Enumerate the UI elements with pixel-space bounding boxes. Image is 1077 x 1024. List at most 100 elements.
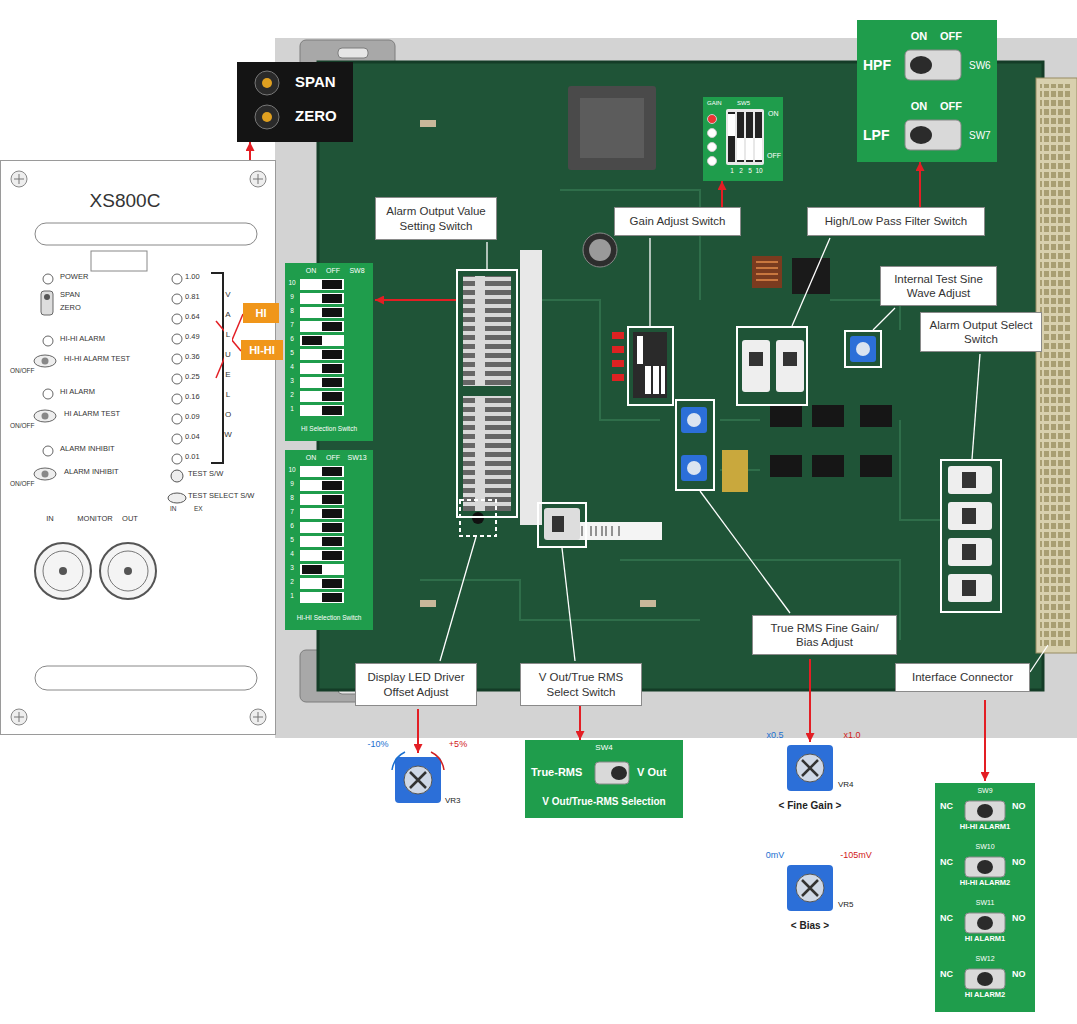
leader-line	[562, 548, 575, 661]
node-text: 5	[748, 167, 752, 174]
components	[742, 340, 770, 392]
callout-box: Alarm Output Select Switch	[920, 312, 1042, 352]
dip-switch-symbol	[322, 537, 342, 546]
node-text: HPF	[863, 58, 891, 73]
dip-switch-symbol	[300, 405, 344, 416]
components	[687, 461, 701, 475]
leader-line	[486, 242, 487, 269]
circuit-board	[318, 62, 1043, 690]
node-text: OFF	[326, 454, 340, 462]
node-text: NC	[940, 802, 953, 812]
components	[463, 396, 511, 511]
components	[948, 466, 992, 494]
panel-slot	[35, 666, 257, 690]
components	[770, 455, 802, 477]
panel-label: IN	[46, 515, 54, 523]
components	[420, 600, 436, 607]
screw-symbol	[250, 171, 266, 187]
node-text: V Out/True RMS Select Switch	[527, 670, 635, 699]
dip-switch-symbol	[322, 308, 342, 317]
trimmer-symbol	[787, 865, 833, 911]
node-text: Internal Test Sine Wave Adjust	[887, 272, 990, 301]
panel-label: 0.09	[185, 413, 200, 421]
panel-label: HI-HI ALARM TEST	[64, 355, 130, 363]
node-text: SPAN	[295, 74, 336, 91]
node-text: OFF	[940, 30, 962, 42]
part-label: -105mV	[840, 851, 872, 861]
node-text: ON	[911, 30, 928, 42]
node-text: HI-HI ALARM2	[960, 879, 1011, 887]
components	[568, 86, 656, 170]
panel-label: 0.25	[185, 373, 200, 381]
inset-illustration	[935, 783, 1035, 1012]
node-text: SW7	[969, 130, 991, 141]
components	[661, 366, 665, 394]
components	[520, 250, 542, 525]
components	[681, 407, 707, 433]
components	[681, 455, 707, 481]
dip-switch-symbol	[300, 536, 344, 547]
node-text: GAIN	[707, 100, 722, 107]
leader-line	[792, 238, 830, 326]
toggle-switch-symbol	[34, 410, 56, 422]
panel-label: POWER	[60, 273, 88, 281]
callout-box: Alarm Output Value Setting Switch	[375, 197, 497, 240]
led-symbol	[43, 446, 53, 456]
led-symbol	[708, 115, 717, 124]
dip-switch-symbol	[300, 377, 344, 388]
node-text: NO	[1012, 802, 1026, 812]
led-symbol	[172, 294, 182, 304]
part-label: -10%	[367, 740, 388, 750]
panel-label: HI ALARM TEST	[64, 410, 120, 418]
node-text: Interface Connector	[912, 670, 1013, 684]
trimmer-symbol	[392, 745, 833, 911]
led-symbol	[708, 143, 717, 152]
dip-switch-symbol	[322, 294, 342, 303]
toggle-switch-symbol	[42, 358, 49, 365]
node-text: SW10	[975, 843, 994, 851]
components	[770, 405, 802, 427]
dip-switch-symbol	[300, 293, 344, 304]
components	[612, 360, 624, 367]
bnc-connector	[35, 543, 91, 599]
bnc-connector	[59, 567, 67, 575]
trimmer-symbol	[404, 766, 432, 794]
node-text: NC	[940, 858, 953, 868]
panel-label: OUT	[122, 515, 138, 523]
node-text: Alarm Output Value Setting Switch	[382, 204, 490, 233]
components	[640, 600, 656, 607]
node-text: NC	[940, 914, 953, 924]
toggle-switch-symbol	[168, 493, 186, 503]
trimmer-symbol	[410, 772, 426, 788]
node-text: V Out	[637, 766, 666, 778]
leader-line	[440, 238, 1048, 672]
filter-switch-inset: ONOFFHPFSW6ONOFFLPFSW7	[857, 20, 997, 162]
leader-line	[972, 354, 980, 459]
node-text: SW5	[737, 100, 750, 107]
front-panel: XS800C	[0, 160, 276, 735]
node-text: True RMS Fine Gain/ Bias Adjust	[759, 621, 890, 650]
region-outline	[538, 503, 586, 547]
panel-label: 1.00	[185, 273, 200, 281]
trimmer-symbol	[802, 760, 818, 776]
leader-line	[649, 238, 650, 326]
panel-label: ALARM INHIBIT	[60, 445, 115, 453]
inset-illustration	[285, 263, 373, 441]
components	[722, 450, 748, 492]
dip-switch-symbol	[322, 322, 342, 331]
connector-arrow	[579, 706, 581, 740]
region-outline	[845, 331, 881, 367]
dip-switch-symbol	[300, 592, 344, 603]
node-text: 3	[290, 564, 294, 571]
dip-switch-symbol	[322, 593, 342, 602]
region-outline	[628, 327, 673, 405]
dip-switch-symbol	[728, 114, 735, 136]
part-label: VR4	[838, 781, 854, 790]
led-symbol	[172, 374, 182, 384]
node-text: 4	[290, 363, 294, 370]
region-outline	[676, 400, 714, 490]
components	[612, 332, 624, 339]
dip-switch-symbol	[737, 112, 744, 162]
led-symbol	[172, 414, 182, 424]
